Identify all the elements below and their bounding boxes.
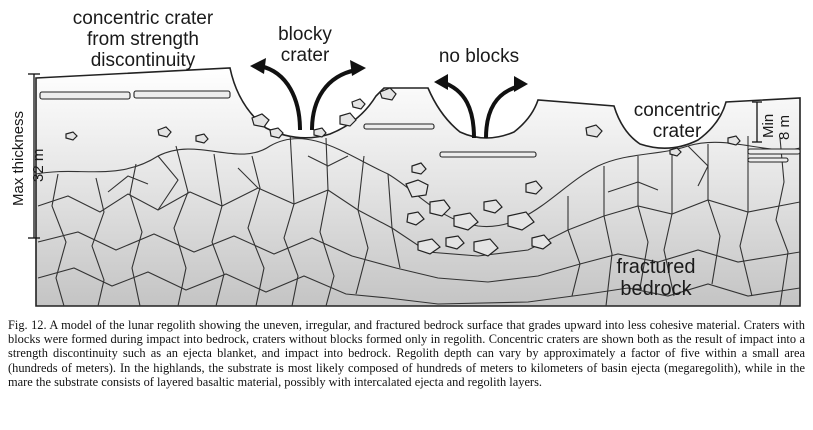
label-min-value: 8 m (776, 114, 793, 140)
label-line: no blocks (438, 46, 520, 67)
label-concentric-crater: concentric crater (622, 100, 732, 142)
ejecta-layers (39, 90, 801, 163)
label-fractured-bedrock: fractured bedrock (596, 256, 716, 300)
label-line: bedrock (620, 278, 692, 300)
fractured-bedrock-mesh (36, 131, 800, 306)
figure-caption: Fig. 12. A model of the lunar regolith s… (8, 318, 805, 389)
label-line: concentric crater (72, 8, 214, 29)
regolith-cross-section (28, 58, 801, 307)
ejection-arrows (259, 64, 521, 139)
label-blocky-crater: blocky crater (260, 24, 350, 66)
label-line: blocky (278, 24, 332, 45)
label-max-value: 32 m (30, 148, 47, 182)
label-min: Min (760, 113, 777, 138)
arrow-heads (250, 58, 528, 92)
regolith-diagram: concentric crater from strength disconti… (8, 6, 808, 312)
label-line: from strength (87, 29, 199, 50)
label-max-thickness: Max thickness (10, 110, 27, 206)
max-thickness-bar (28, 73, 40, 239)
ejecta-blocks (65, 87, 741, 257)
min-thickness-bar (752, 101, 762, 143)
label-concentric-strength: concentric crater from strength disconti… (58, 8, 228, 71)
label-no-blocks: no blocks (424, 46, 534, 67)
label-line: crater (280, 45, 330, 66)
label-line: fractured (616, 256, 696, 278)
label-line: concentric (633, 100, 721, 121)
label-line: crater (652, 121, 702, 142)
label-line: discontinuity (90, 50, 196, 71)
